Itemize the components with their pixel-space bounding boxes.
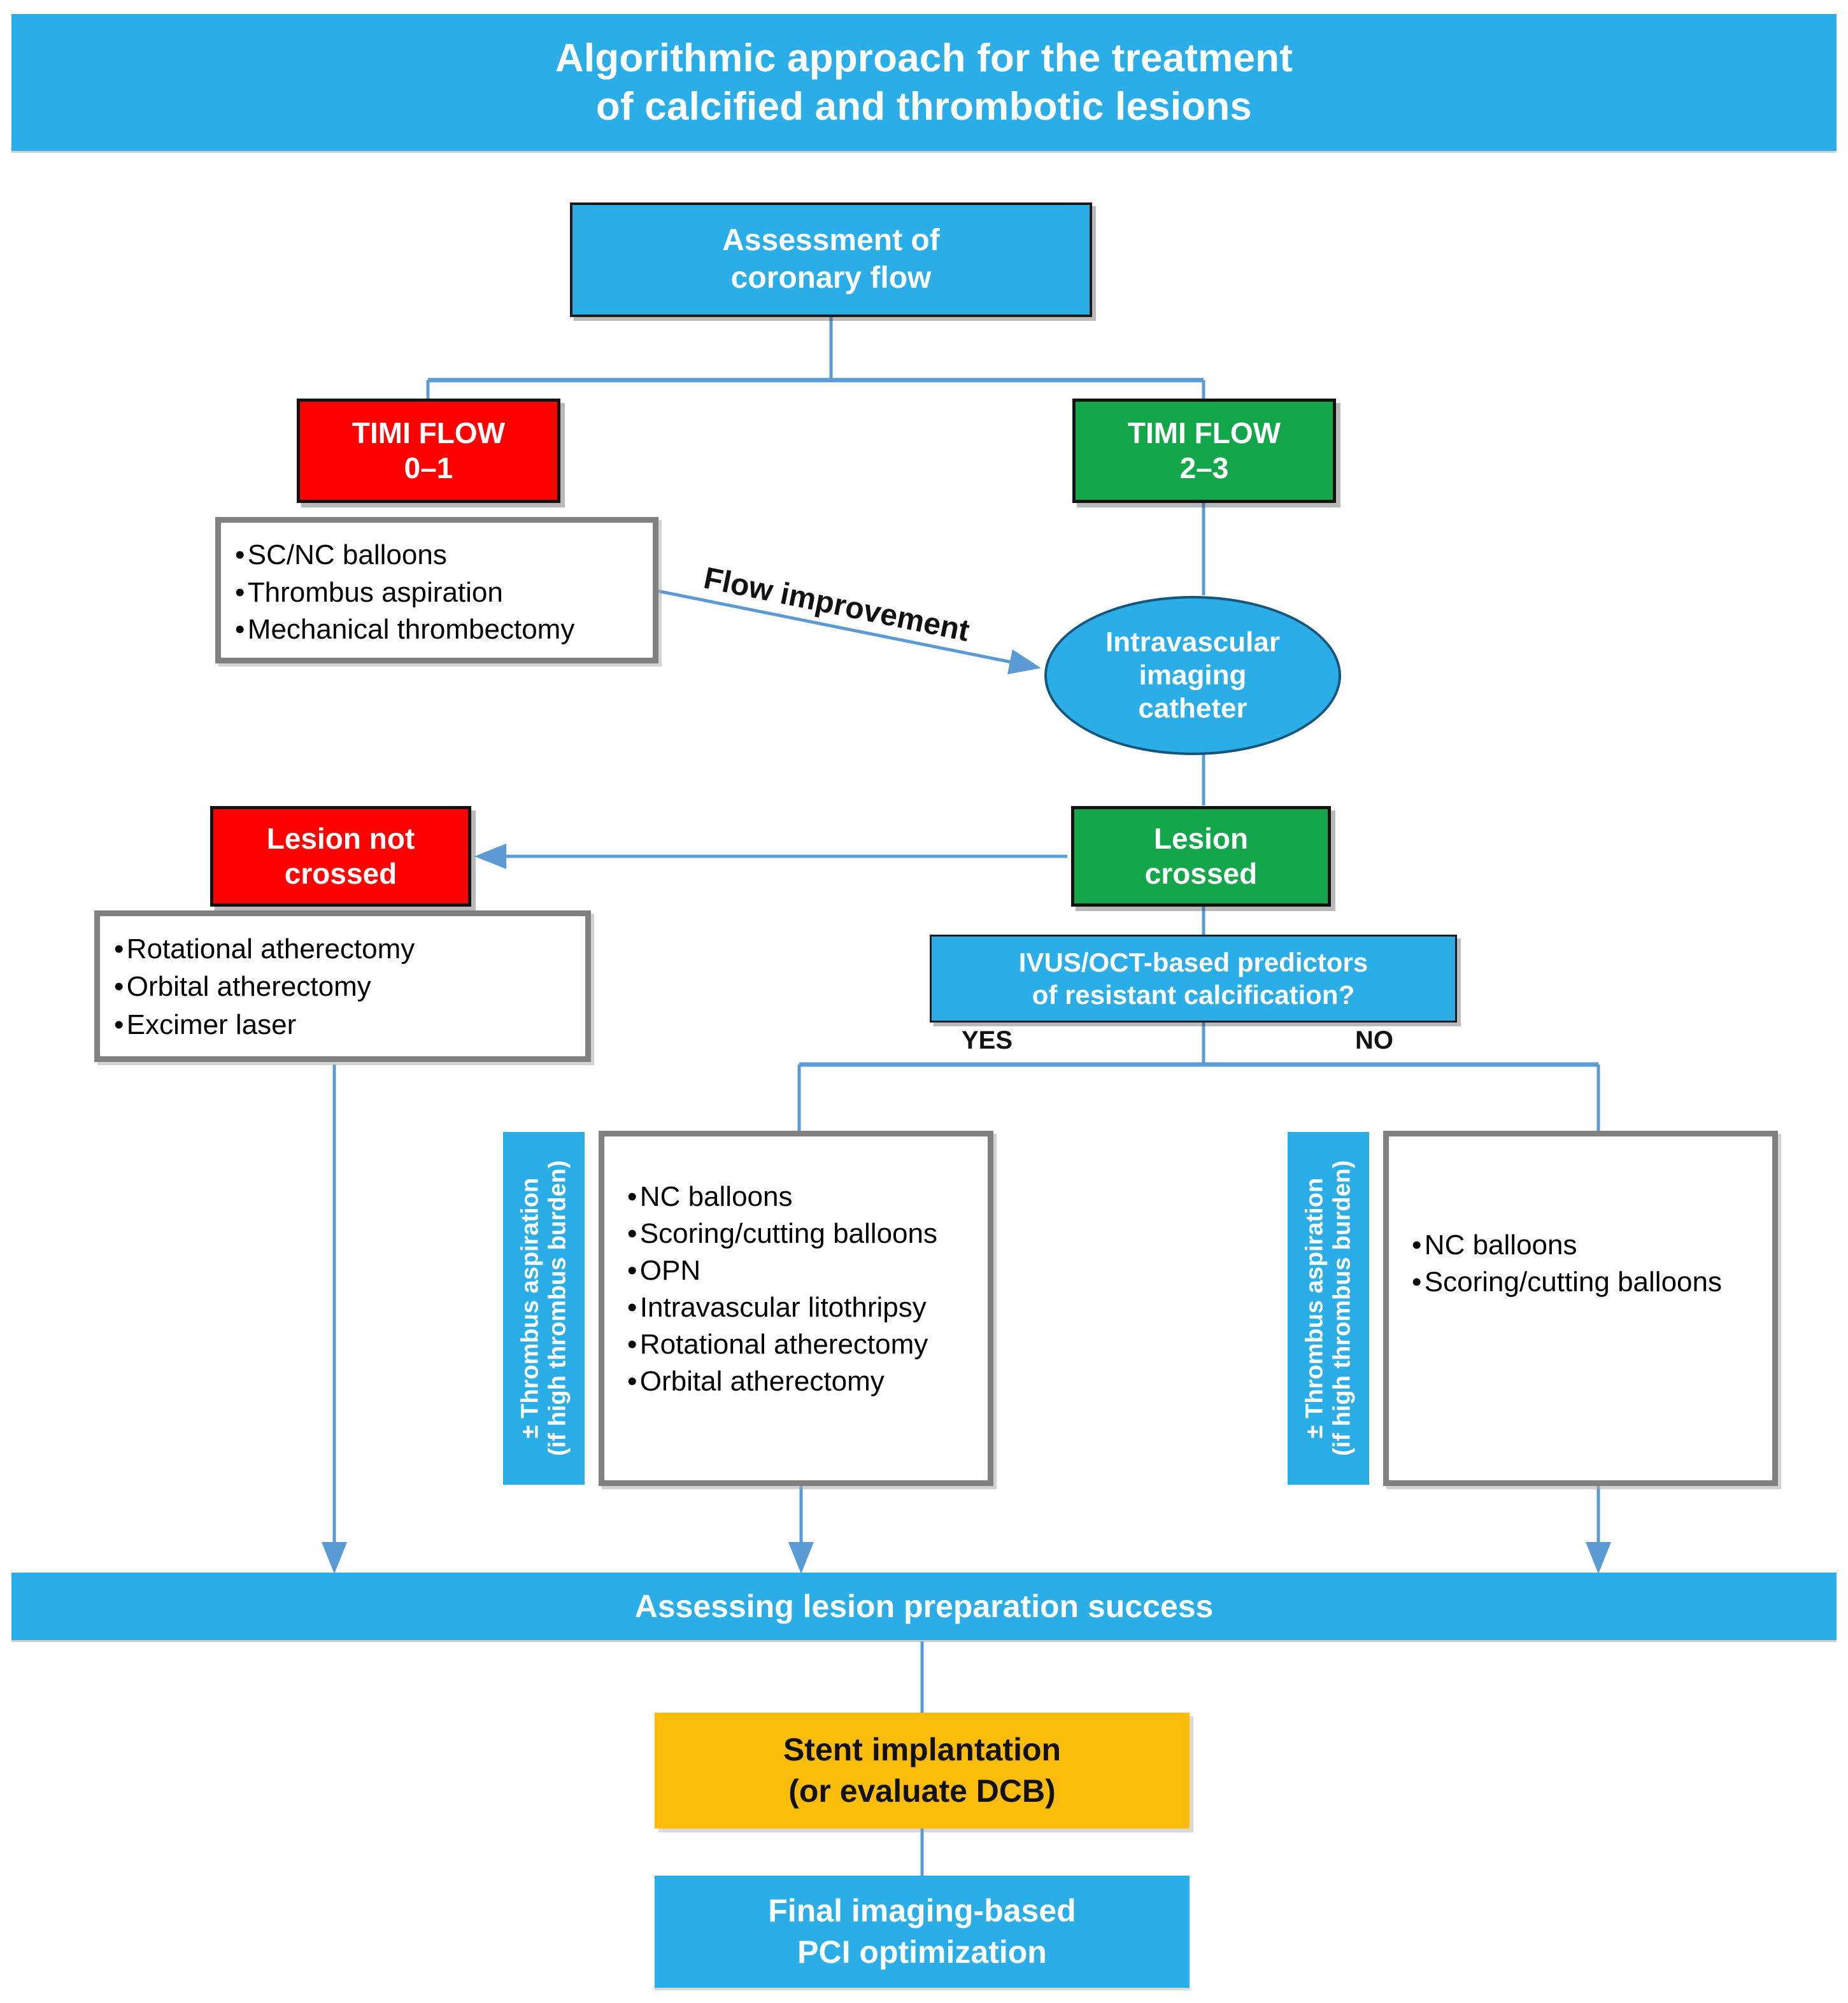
catheter-line-2: imaging — [1139, 660, 1247, 691]
list-item: Rotational atherectomy — [114, 930, 569, 968]
list-item: SC/NC balloons — [235, 537, 636, 574]
crossed-line-1: Lesion — [1153, 821, 1249, 855]
node-ivus-oct-predictors[interactable]: IVUS/OCT-based predictors of resistant c… — [930, 935, 1457, 1023]
assessment-line-2: coronary flow — [730, 261, 932, 295]
list-not-crossed-tools[interactable]: Rotational atherectomy Orbital atherecto… — [94, 910, 591, 1062]
timi-high-line-2: 2–3 — [1179, 451, 1229, 485]
label-branch-no: NO — [1355, 1026, 1393, 1054]
side-tab-thrombus-aspiration-yes[interactable]: ± Thrombus aspiration (if high thrombus … — [503, 1132, 585, 1485]
assessment-line-1: Assessment of — [722, 223, 940, 258]
node-timi-flow-0-1[interactable]: TIMI FLOW 0–1 — [297, 399, 560, 503]
timi-high-line-1: TIMI FLOW — [1127, 416, 1281, 449]
side-tab-thrombus-aspiration-no[interactable]: ± Thrombus aspiration (if high thrombus … — [1288, 1132, 1369, 1485]
page-title-line-2: of calcified and thrombotic lesions — [595, 84, 1253, 129]
page-title-line-1: Algorithmic approach for the treatment — [555, 36, 1293, 80]
list-item: Scoring/cutting balloons — [627, 1215, 975, 1252]
catheter-line-1: Intravascular — [1105, 626, 1280, 658]
label-flow-improvement: Flow improvement — [700, 561, 972, 649]
no-tab-line-1: ± Thrombus aspiration — [1301, 1178, 1328, 1439]
node-stent-implantation[interactable]: Stent implantation (or evaluate DCB) — [655, 1713, 1190, 1829]
list-no-branch-tools[interactable]: NC balloons Scoring/cutting balloons — [1383, 1131, 1778, 1486]
predictors-line-1: IVUS/OCT-based predictors — [1018, 947, 1368, 977]
yes-tab-line-1: ± Thrombus aspiration — [516, 1178, 544, 1439]
list-item: Thrombus aspiration — [235, 574, 636, 612]
node-assessing-lesion-preparation-success[interactable]: Assessing lesion preparation success — [11, 1573, 1837, 1640]
node-lesion-not-crossed[interactable]: Lesion not crossed — [210, 806, 471, 907]
list-item: NC balloons — [627, 1178, 975, 1215]
list-yes-branch-tools[interactable]: NC balloons Scoring/cutting balloons OPN… — [599, 1131, 993, 1486]
final-opt-line-1: Final imaging-based — [768, 1893, 1076, 1929]
timi-low-line-2: 0–1 — [404, 451, 453, 485]
node-final-pci-optimization[interactable]: Final imaging-based PCI optimization — [655, 1876, 1190, 1988]
no-tab-line-2: (if high thrombus burden) — [1328, 1160, 1355, 1457]
catheter-line-3: catheter — [1138, 692, 1247, 724]
list-item: NC balloons — [1412, 1227, 1759, 1264]
yes-tab-line-2: (if high thrombus burden) — [544, 1160, 571, 1457]
list-thrombus-tools[interactable]: SC/NC balloons Thrombus aspiration Mecha… — [215, 517, 658, 663]
not-crossed-line-2: crossed — [284, 857, 397, 890]
node-timi-flow-2-3[interactable]: TIMI FLOW 2–3 — [1072, 399, 1336, 503]
assess-prep-label: Assessing lesion preparation success — [634, 1589, 1214, 1624]
predictors-line-2: of resistant calcification? — [1032, 980, 1355, 1010]
crossed-line-2: crossed — [1144, 857, 1258, 890]
list-item: Rotational atherectomy — [627, 1326, 975, 1363]
timi-low-line-1: TIMI FLOW — [352, 416, 506, 449]
node-lesion-crossed[interactable]: Lesion crossed — [1071, 806, 1331, 907]
not-crossed-line-1: Lesion not — [266, 821, 415, 855]
list-item: Scoring/cutting balloons — [1412, 1264, 1759, 1301]
stent-line-2: (or evaluate DCB) — [788, 1773, 1056, 1809]
list-item: Excimer laser — [114, 1006, 569, 1044]
list-item: Orbital atherectomy — [114, 968, 569, 1005]
list-item: Intravascular litothripsy — [627, 1289, 975, 1326]
label-branch-yes: YES — [962, 1026, 1013, 1054]
node-assessment-of-coronary-flow[interactable]: Assessment of coronary flow — [570, 202, 1092, 317]
page-title: Algorithmic approach for the treatment o… — [11, 14, 1837, 151]
list-item: OPN — [627, 1252, 975, 1289]
stent-line-1: Stent implantation — [783, 1732, 1062, 1767]
list-item: Mechanical thrombectomy — [235, 611, 636, 649]
final-opt-line-2: PCI optimization — [797, 1934, 1047, 1970]
node-intravascular-imaging-catheter[interactable]: Intravascular imaging catheter — [1044, 596, 1341, 755]
list-item: Orbital atherectomy — [627, 1363, 975, 1400]
